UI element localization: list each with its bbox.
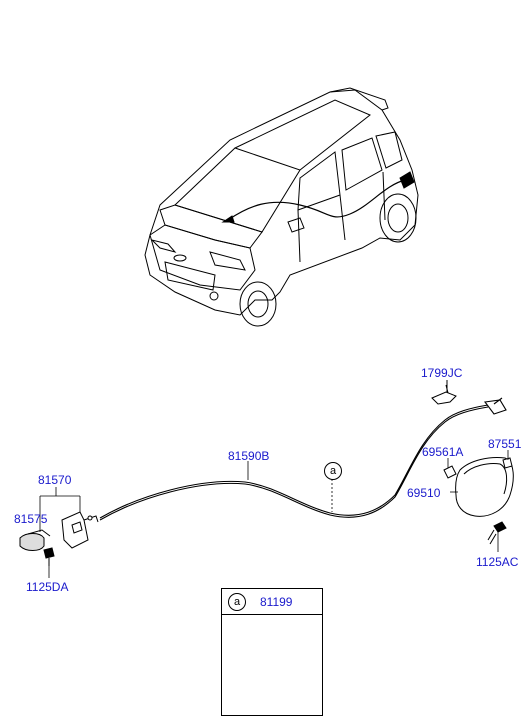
detail-callout-marker-a: a — [228, 593, 246, 611]
label-81570: 81570 — [38, 473, 72, 487]
callout-marker-a: a — [324, 462, 342, 480]
cable-81590b — [99, 397, 507, 521]
fuel-door-69510 — [455, 457, 514, 517]
label-1125da: 1125DA — [26, 580, 69, 594]
detail-inset-box: a 81199 — [221, 588, 323, 716]
label-81590b: 81590B — [228, 449, 270, 463]
bumper-87551 — [502, 457, 513, 469]
screw-1125ac — [487, 521, 507, 545]
label-1799jc: 1799JC — [421, 366, 463, 380]
car-illustration — [144, 87, 419, 327]
latch-81570 — [61, 511, 99, 549]
label-81199: 81199 — [260, 595, 293, 609]
part-81575 — [19, 529, 51, 551]
label-87551: 87551 — [488, 437, 522, 451]
detail-inset-header: a 81199 — [222, 589, 322, 615]
label-69510: 69510 — [407, 486, 441, 500]
leader-lines — [39, 380, 509, 578]
bracket-69561a — [443, 465, 457, 479]
clip-1799jc — [431, 380, 457, 405]
label-81575: 81575 — [14, 512, 48, 526]
label-1125ac: 1125AC — [476, 555, 519, 569]
screw-1125da — [43, 547, 55, 566]
label-69561a: 69561A — [422, 445, 464, 459]
